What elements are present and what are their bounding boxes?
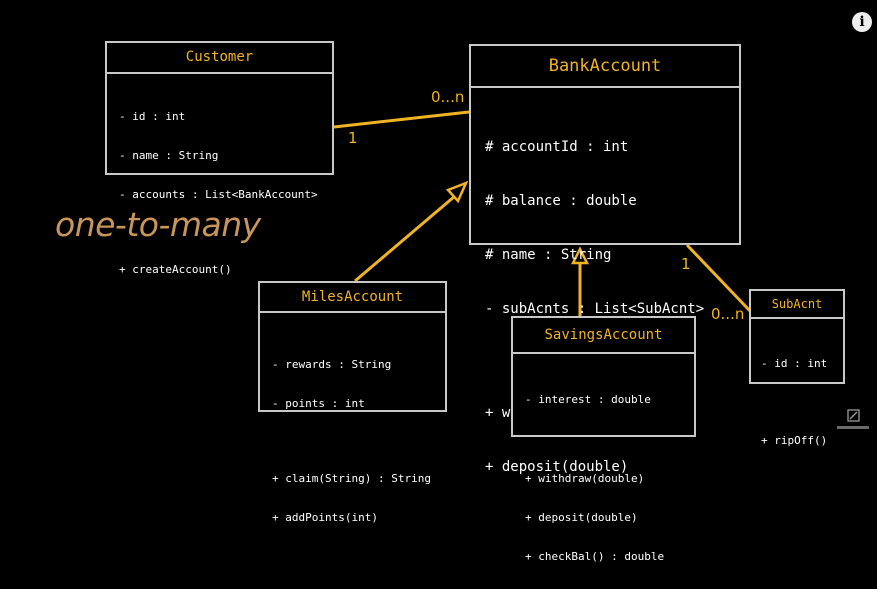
multiplicity-bankaccount: 0...n (431, 88, 465, 106)
attribute: - accounts : List<BankAccount> (119, 188, 318, 201)
association-customer-bankaccount (333, 110, 470, 129)
multiplicity-subacnt: 0...n (711, 305, 745, 323)
method: + ripOff() (761, 434, 828, 447)
inheritance-miles-line (354, 194, 456, 283)
attribute: - points : int (272, 397, 365, 410)
class-name: Customer (107, 43, 332, 74)
method: + addPoints(int) (272, 511, 378, 524)
class-name: SubAcnt (751, 291, 843, 319)
method: + claim(String) : String (272, 472, 431, 485)
attribute: - id : int (119, 110, 186, 123)
bankaccount-class: BankAccount # accountId : int # balance … (469, 44, 741, 475)
inheritance-savings-arrowhead (570, 246, 590, 265)
attribute: - subAcnts : List<SubAcnt> (485, 301, 705, 317)
class-members: - id : int - name : String - accounts : … (107, 74, 332, 302)
info-icon[interactable]: i (852, 12, 872, 32)
attribute: - rewards : String (272, 358, 392, 371)
method: + createAccount() (119, 263, 232, 276)
attribute: # name : String (485, 247, 612, 263)
attribute: - name : String (119, 149, 219, 162)
method: + deposit(double) (525, 511, 638, 524)
class-members: - id : int + ripOff() (751, 319, 843, 473)
attribute: # balance : double (485, 193, 637, 209)
inheritance-miles-arrowhead (445, 180, 469, 204)
class-name: SavingsAccount (513, 318, 694, 354)
attribute: # accountId : int (485, 139, 629, 155)
class-name: MilesAccount (260, 283, 445, 313)
geekific-logo (837, 409, 869, 429)
multiplicity-customer: 1 (348, 129, 358, 147)
class-members: - rewards : String - points : int + clai… (260, 313, 445, 550)
method: + withdraw(double) (525, 472, 645, 485)
attribute: - id : int (761, 357, 828, 370)
milesaccount-class: MilesAccount - rewards : String - points… (258, 281, 447, 524)
method: + checkBal() : double (525, 550, 665, 563)
attribute: - interest : double (525, 393, 651, 406)
class-name: BankAccount (471, 46, 739, 88)
class-members: - interest : double + withdraw(double) +… (513, 354, 694, 589)
association-bankaccount-subacnt (685, 243, 753, 314)
uml-diagram: i one-to-many Customer - id : int - name… (55, 12, 872, 563)
savingsaccount-class: SavingsAccount - interest : double + wit… (511, 316, 696, 563)
multiplicity-bank-to-sub: 1 (681, 255, 691, 273)
connector-layer (333, 110, 753, 316)
customer-class: Customer - id : int - name : String - ac… (105, 41, 334, 276)
subacnt-class: SubAcnt - id : int + ripOff() (749, 289, 845, 447)
relationship-caption: one-to-many (55, 205, 261, 244)
